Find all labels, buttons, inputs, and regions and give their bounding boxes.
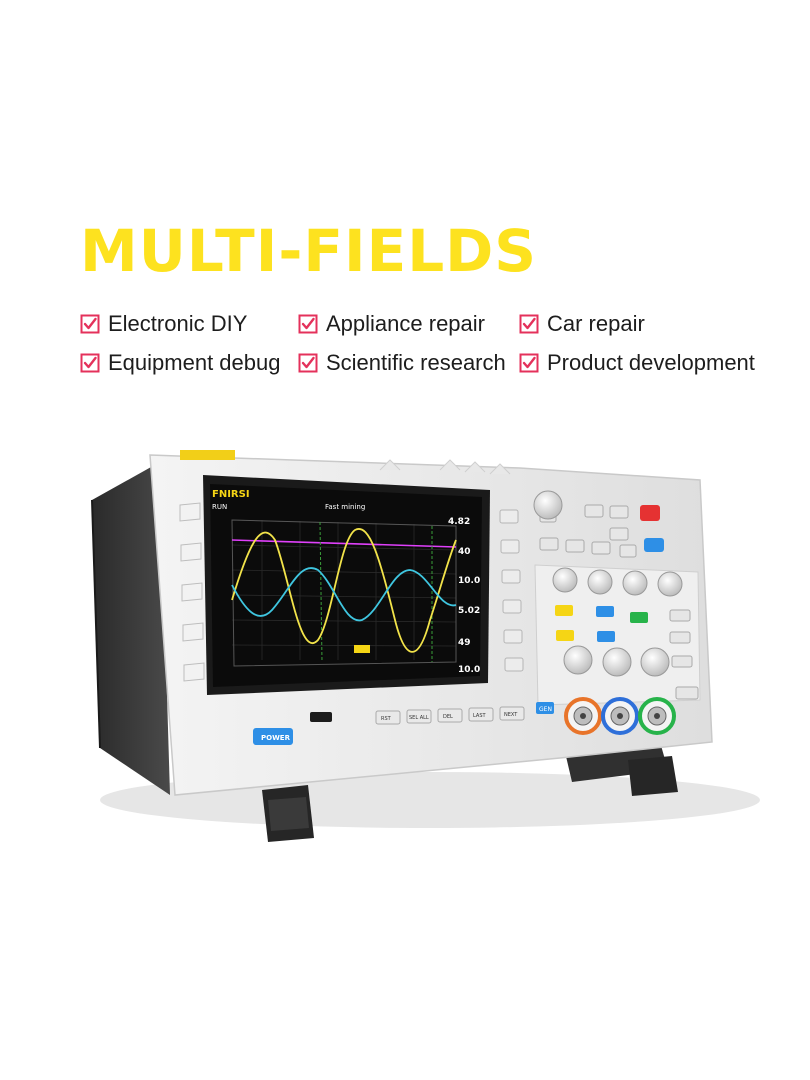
multipurpose-knob[interactable] (533, 490, 563, 520)
feature-label: Scientific research (326, 350, 506, 375)
bottom-button-row[interactable] (375, 706, 525, 725)
screen-run-state: RUN (212, 503, 227, 511)
bnc-ch1-connector[interactable] (564, 697, 602, 735)
bottom-button-label: SEL ALL (409, 715, 429, 721)
brand-sticker (180, 450, 235, 460)
trigger-level-line (231, 539, 457, 548)
power-button-label: POWER (261, 734, 291, 742)
feature-label: Appliance repair (326, 311, 485, 336)
channel-2-trace (231, 567, 457, 622)
feature-item-electronic-diy: Electronic DIY (80, 311, 247, 337)
readout-value: 49 (458, 638, 471, 648)
channel-1-trace (231, 528, 457, 653)
case-edge (91, 499, 101, 749)
rear-foot-right (628, 756, 678, 796)
checkbox-checked-icon (298, 353, 318, 373)
feature-item-appliance-repair: Appliance repair (298, 311, 485, 337)
headline: MULTI-FIELDS (80, 217, 538, 285)
math-button[interactable] (630, 612, 648, 623)
case-side-panel (92, 462, 170, 795)
ch2-button[interactable] (596, 606, 614, 617)
auto-button[interactable] (644, 538, 664, 552)
feature-label: Electronic DIY (108, 311, 248, 336)
screen-readouts: 4.82 40 10.0 5.02 49 10.0 (448, 517, 480, 675)
readout-value: 4.82 (448, 517, 470, 527)
bottom-button-label: LAST (473, 713, 486, 719)
checkbox-checked-icon (80, 314, 100, 334)
side-function-buttons[interactable] (669, 609, 699, 700)
bottom-button-label: RST (381, 716, 392, 722)
front-foot-left-inner (268, 797, 309, 831)
checkbox-checked-icon (519, 353, 539, 373)
feature-label: Car repair (547, 311, 645, 336)
checkbox-checked-icon (519, 314, 539, 334)
gen-button-label: GEN (539, 706, 552, 713)
feature-item-equipment-debug: Equipment debug (80, 350, 280, 376)
readout-value: 40 (458, 547, 471, 557)
channel-knobs[interactable] (552, 567, 683, 677)
side-tabs (179, 502, 205, 682)
bnc-gen-connector[interactable] (638, 697, 676, 735)
feature-item-car-repair: Car repair (519, 311, 645, 337)
bottom-button-labels: RST SEL ALL DEL LAST NEXT (381, 712, 518, 722)
feature-label: Equipment debug (108, 350, 281, 375)
bottom-button-label: DEL (443, 714, 453, 720)
bnc-ch2-connector[interactable] (601, 697, 639, 735)
bottom-button-label: NEXT (504, 712, 518, 718)
readout-value: 10.0 (458, 665, 480, 675)
readout-value: 5.02 (458, 606, 480, 616)
screen-status-title: Fast mining (325, 503, 365, 511)
cursor-lines (319, 521, 433, 663)
screen-brand: FNIRSI (212, 489, 250, 500)
menu-buttons[interactable] (499, 509, 524, 672)
checkbox-checked-icon (298, 314, 318, 334)
run-stop-button[interactable] (640, 505, 660, 521)
feature-label: Product development (547, 350, 755, 375)
power-button[interactable] (253, 728, 293, 745)
plot-frame (231, 519, 457, 667)
cope-button[interactable] (556, 630, 574, 641)
vent-ridge (379, 459, 401, 471)
readout-value: 10.0 (458, 576, 480, 586)
feature-item-scientific-research: Scientific research (298, 350, 506, 376)
vent-ridges (439, 459, 511, 475)
feature-item-product-development: Product development (519, 350, 755, 376)
screen-marker (354, 645, 370, 653)
cone-button[interactable] (597, 631, 615, 642)
usb-port[interactable] (310, 712, 332, 722)
ch1-button[interactable] (555, 605, 573, 616)
checkbox-checked-icon (80, 353, 100, 373)
gen-button[interactable] (536, 702, 554, 714)
